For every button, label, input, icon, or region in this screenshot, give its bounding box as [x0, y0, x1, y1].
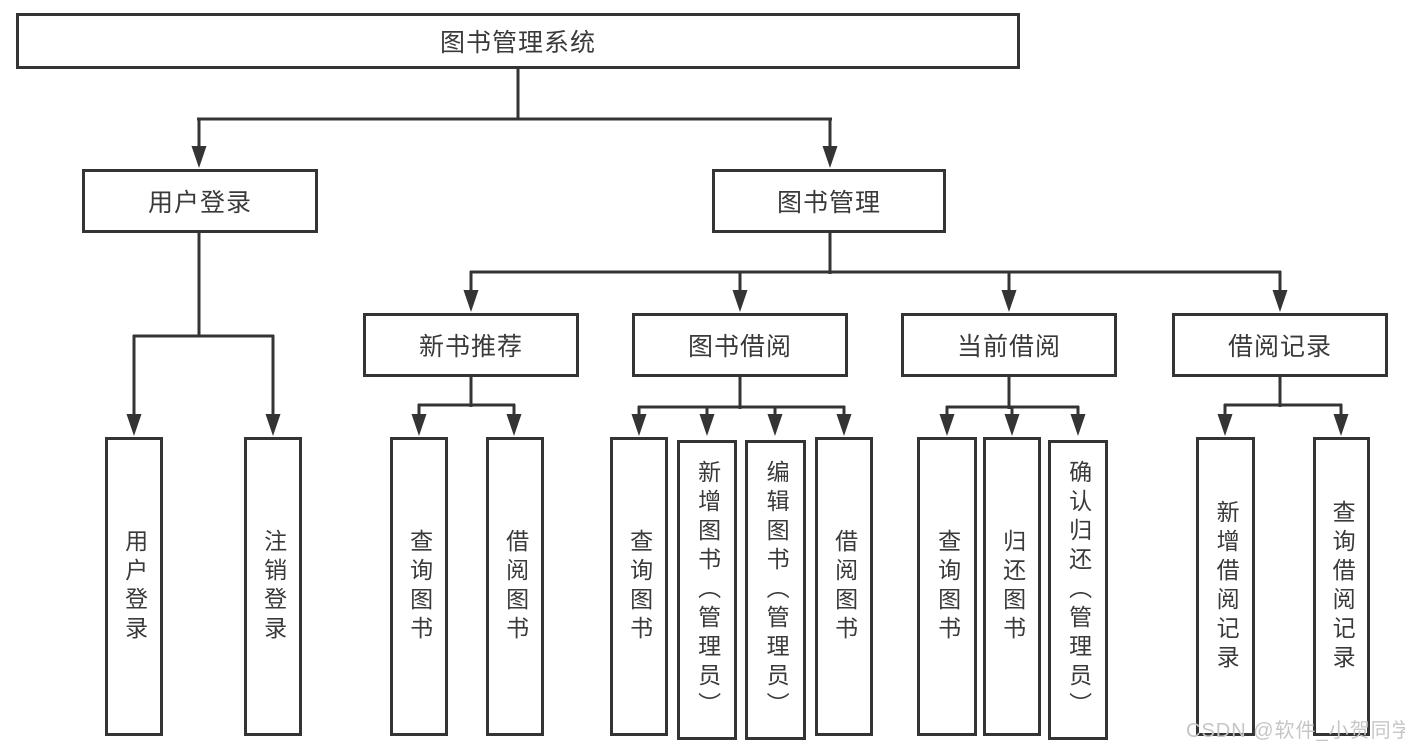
leaf-label: 查询图书: [626, 528, 653, 645]
leaf-label: 归还图书: [999, 528, 1026, 645]
leaf-label: 确认归还（管理员）: [1065, 459, 1092, 721]
leaf-label: 查询图书: [406, 528, 433, 645]
leaf-label: 查询借阅记录: [1329, 499, 1356, 674]
leaf-label: 新增图书（管理员）: [694, 459, 721, 721]
leaf-label: 编辑图书（管理员）: [763, 459, 790, 721]
leaf-label: 注销登录: [260, 528, 287, 645]
csdn-watermark: CSDN @软件_小贺同学: [1186, 720, 1405, 742]
leaf-return-books: 归还图书: [983, 437, 1041, 736]
node-label: 当前借阅: [956, 333, 1061, 361]
leaf-label: 用户登录: [121, 528, 148, 645]
node-label: 图书管理系统: [439, 29, 596, 57]
node-current-borrowing: 当前借阅: [901, 313, 1117, 377]
leaf-query-books-2: 查询图书: [610, 437, 668, 736]
node-borrowing-records: 借阅记录: [1172, 313, 1388, 377]
leaf-label: 借阅图书: [502, 528, 529, 645]
leaf-label: 借阅图书: [831, 528, 858, 645]
leaf-confirm-return-admin: 确认归还（管理员）: [1048, 440, 1108, 740]
node-label: 借阅记录: [1227, 333, 1332, 361]
leaf-query-borrow-record: 查询借阅记录: [1313, 437, 1370, 736]
leaf-add-borrow-record: 新增借阅记录: [1196, 437, 1255, 736]
node-label: 用户登录: [147, 189, 252, 217]
leaf-borrow-books-1: 借阅图书: [486, 437, 544, 736]
leaf-user-login: 用户登录: [105, 437, 163, 736]
node-book-borrowing: 图书借阅: [632, 313, 848, 377]
leaf-edit-book-admin: 编辑图书（管理员）: [745, 440, 806, 740]
node-label: 新书推荐: [418, 333, 523, 361]
node-new-book-recommend: 新书推荐: [363, 313, 579, 377]
leaf-label: 查询图书: [934, 528, 961, 645]
leaf-add-book-admin: 新增图书（管理员）: [677, 440, 737, 740]
node-book-management: 图书管理: [712, 169, 946, 233]
leaf-borrow-books-2: 借阅图书: [815, 437, 873, 736]
leaf-logout: 注销登录: [244, 437, 302, 736]
leaf-query-books-1: 查询图书: [390, 437, 448, 736]
node-library-management-system: 图书管理系统: [16, 13, 1020, 69]
node-label: 图书管理: [776, 189, 881, 217]
leaf-label: 新增借阅记录: [1213, 499, 1240, 674]
node-user-login: 用户登录: [82, 169, 318, 233]
leaf-query-books-3: 查询图书: [917, 437, 977, 736]
node-label: 图书借阅: [687, 333, 792, 361]
